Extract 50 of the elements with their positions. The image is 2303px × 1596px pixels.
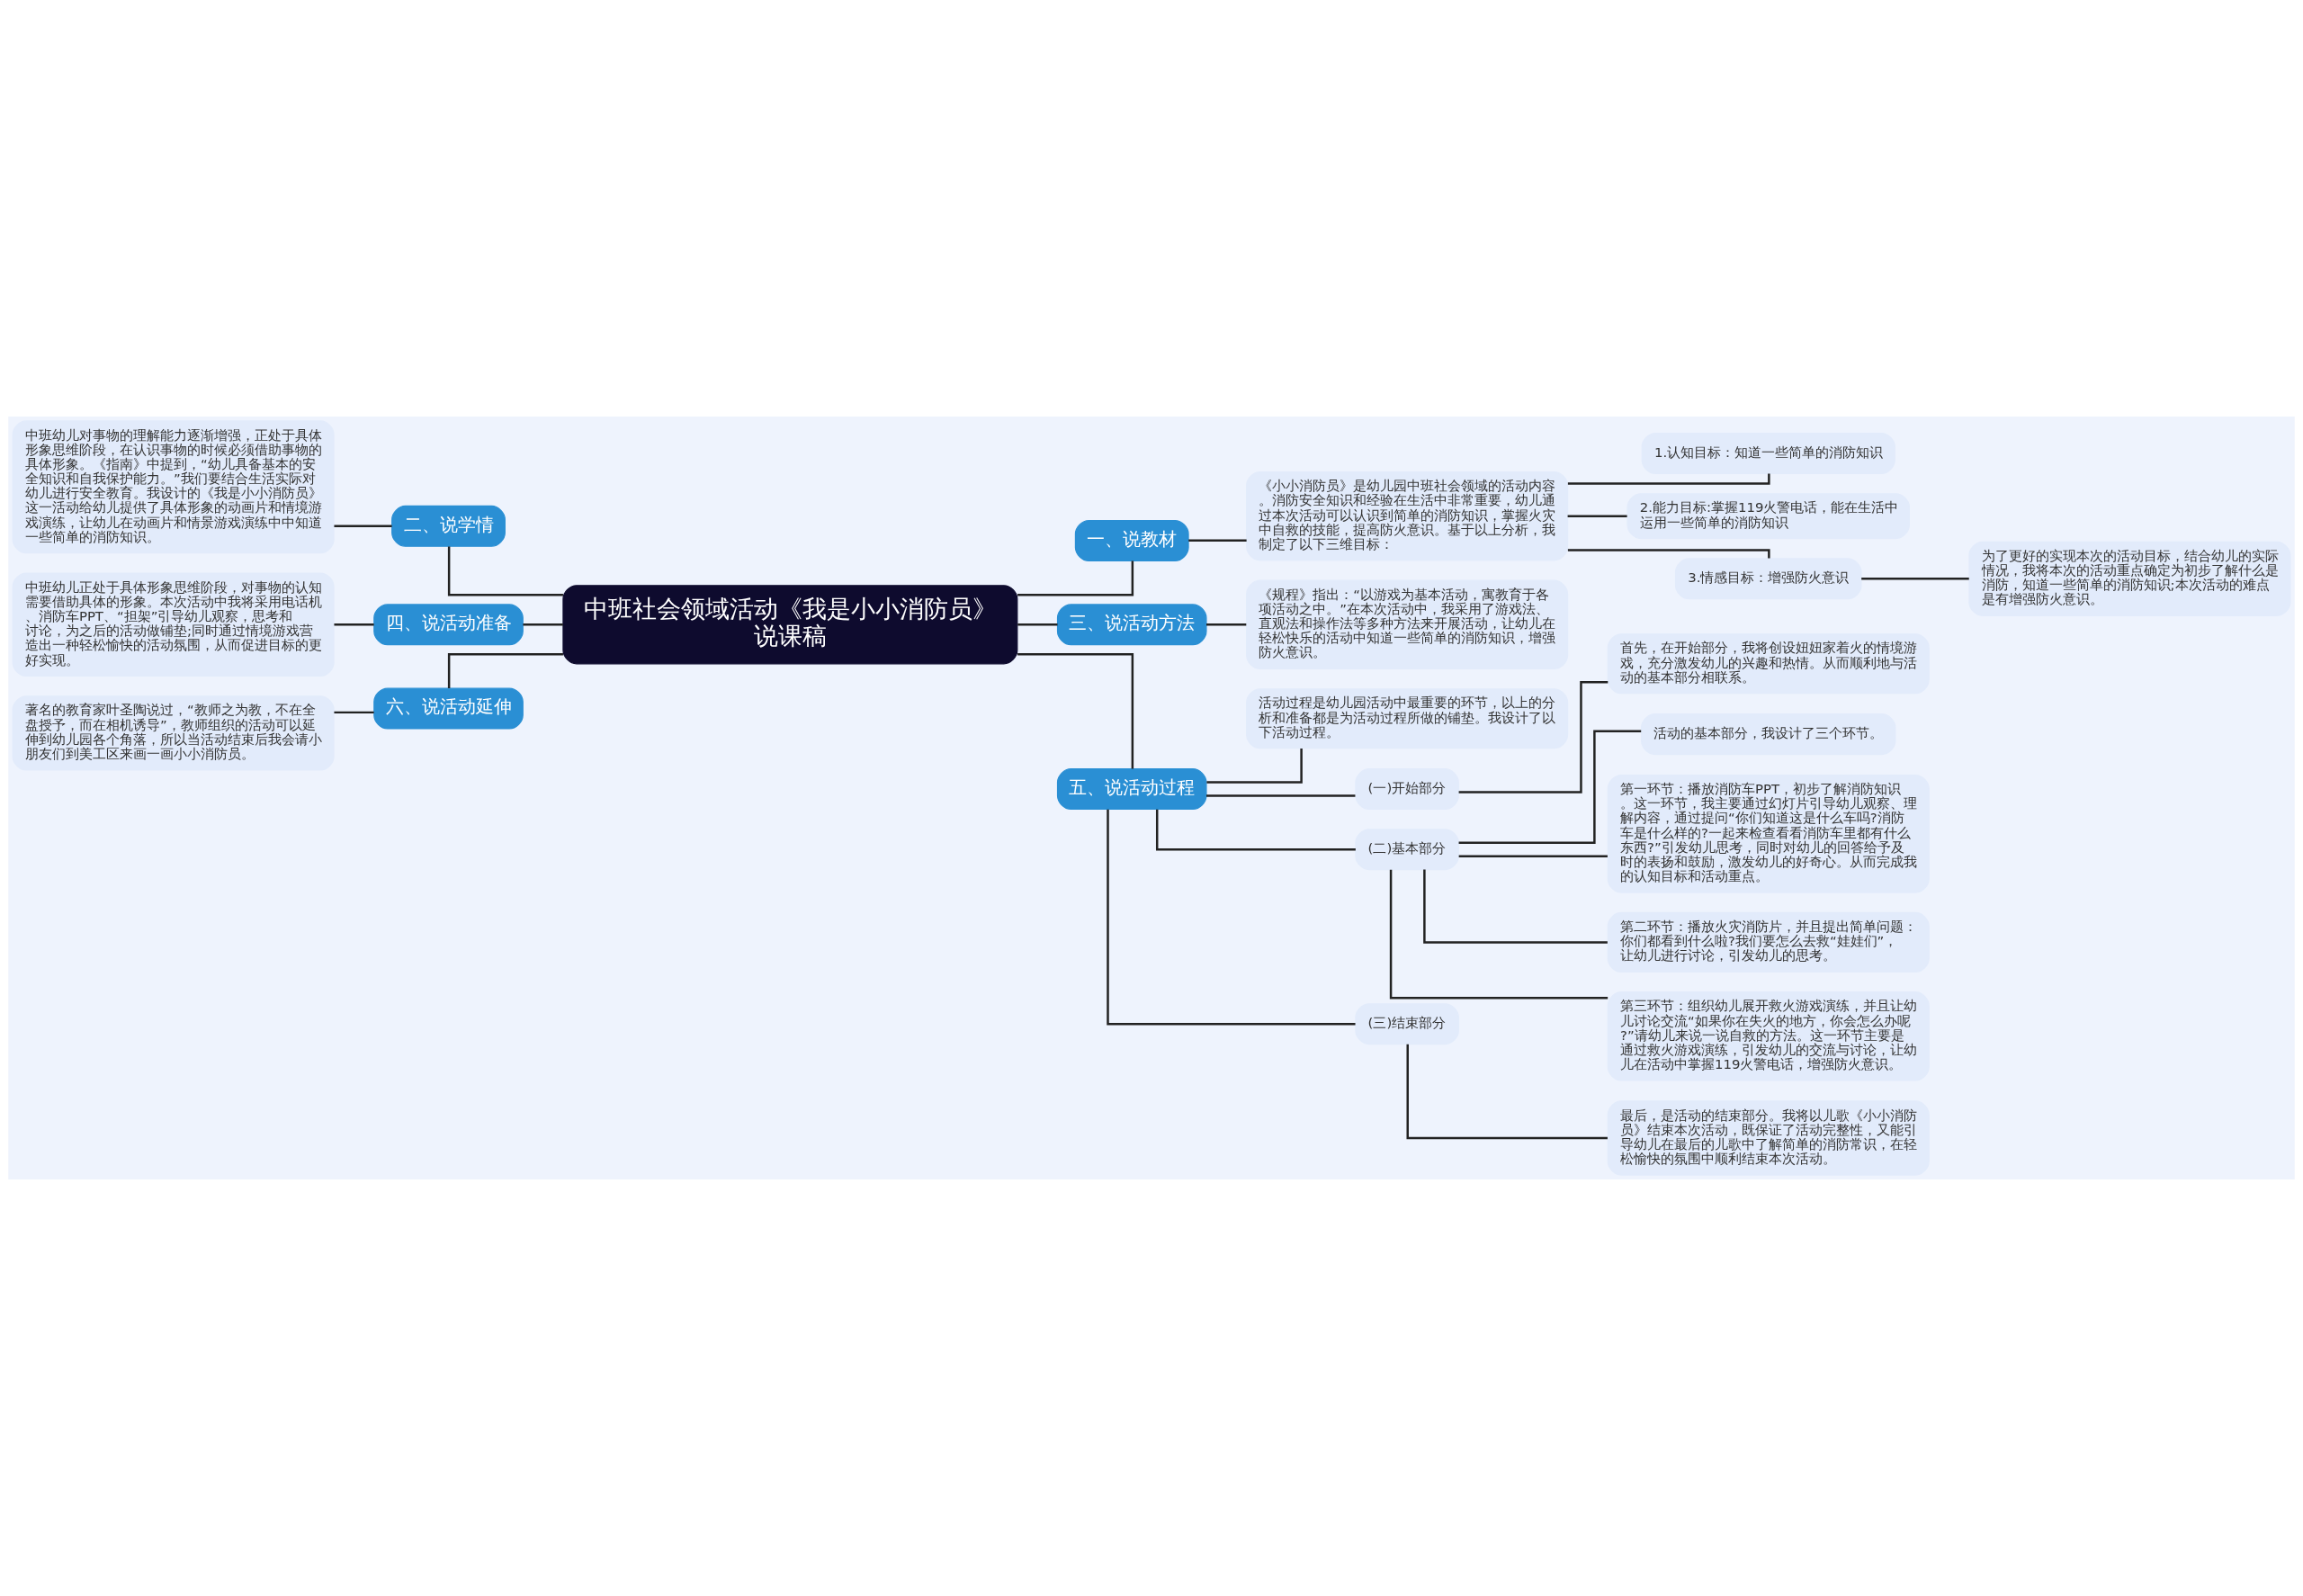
- node-box: 中班社会领域活动《我是小小消防员》说课稿: [562, 585, 1018, 665]
- node-box: 1.认知目标：知道一些简单的消防知识: [1641, 433, 1895, 475]
- connector: [447, 546, 563, 596]
- connector: [1567, 515, 1627, 517]
- node-box: 一、说教材: [1074, 520, 1189, 561]
- node-box: 第二环节：播放火灾消防片，并且提出简单问题：你们都看到什么啦?我们要怎么去救“娃娃们”，让幼儿进行讨论，引发幼儿的思考。: [1607, 911, 1930, 973]
- connector: [1188, 539, 1247, 542]
- node-box: 三、说活动方法: [1056, 604, 1207, 646]
- node-box: 首先，在开始部分，我将创设妞妞家着火的情境游戏，充分激发幼儿的兴趣和热情。从而顺利地与活动的基本部分相联系。: [1607, 633, 1930, 695]
- node-box: (二)基本部分: [1355, 829, 1459, 871]
- node-box: 最后，是活动的结束部分。我将以儿歌《小小消防员》结束本次活动，既保证了活动完整性，又能引导幼儿在最后的儿歌中了解简单的消防常识，在轻松愉快的氛围中顺利结束本次活动。: [1607, 1100, 1930, 1176]
- connector: [1423, 869, 1608, 944]
- node-box: 五、说活动过程: [1056, 768, 1207, 811]
- connector: [523, 623, 563, 626]
- connector: [1017, 560, 1134, 596]
- node-box: 2.能力目标:掌握119火警电话，能在生活中运用一些简单的消防知识: [1626, 493, 1910, 540]
- node-box: 《规程》指出：“以游戏为基本活动，寓教育于各项活动之中。”在本次活动中，我采用了游戏法、直观法和操作法等多种方法来开展活动，让幼儿在轻松快乐的活动中知道一些简单的消防知识，增强防火意识。: [1246, 579, 1569, 669]
- node-box: 第三环节：组织幼儿展开救火游戏演练，并且让幼儿讨论交流“如果你在失火的地方，你会怎么办呢?”请幼儿来说一说自救的方法。这一环节主要是通过救火游戏演练，引发幼儿的交流与讨论，让幼儿在活动中掌握119火警电话，增强防火意识。: [1607, 991, 1930, 1081]
- node-box: 活动的基本部分，我设计了三个环节。: [1641, 713, 1896, 756]
- node-box: 二、说学情: [391, 505, 506, 547]
- connector: [447, 652, 563, 689]
- connector: [1567, 473, 1770, 485]
- connector: [334, 525, 392, 528]
- node-box: 3.情感目标：增强防火意识: [1674, 558, 1862, 600]
- node-box: (三)结束部分: [1355, 1003, 1459, 1045]
- connector: [1206, 623, 1247, 626]
- connector: [334, 623, 374, 626]
- connector: [1389, 869, 1609, 1000]
- node-box: 六、说活动延伸: [373, 687, 524, 730]
- connector: [1861, 578, 1969, 580]
- connector: [1206, 749, 1303, 784]
- connector: [1155, 809, 1356, 851]
- node-box: 活动过程是幼儿园活动中最重要的环节，以上的分析和准备都是为活动过程所做的铺垫。我设计了以下活动过程。: [1246, 688, 1569, 749]
- node-box: 四、说活动准备: [373, 604, 524, 646]
- connector: [1458, 730, 1642, 844]
- connector: [1406, 1044, 1608, 1140]
- node-box: 中班幼儿正处于具体形象思维阶段，对事物的认知需要借助具体的形象。本次活动中我将采用电话机、消防车PPT、“担架”引导幼儿观察，思考和讨论，为之后的活动做铺垫;同时通过情境游戏营造出一种轻松愉快的活动氛围，从而促进目标的更好实现。: [12, 572, 335, 677]
- connector: [1107, 809, 1356, 1026]
- node-box: (一)开始部分: [1355, 768, 1459, 811]
- connector: [334, 711, 374, 714]
- connector: [1017, 652, 1134, 769]
- connector: [1017, 623, 1058, 626]
- node-box: 中班幼儿对事物的理解能力逐渐增强，正处于具体形象思维阶段，在认识事物的时候必须借助事物的具体形象。《指南》中提到，“幼儿具备基本的安全知识和自我保护能力。”我们要结合生活实际对幼儿进行安全教育。我设计的《我是小小消防员》这一活动给幼儿提供了具体形象的动画片和情境游戏演练，让幼儿在动画片和情景游戏演练中中知道一些简单的消防知识。: [12, 420, 335, 554]
- node-box: 第一环节：播放消防车PPT，初步了解消防知识。这一环节，我主要通过幻灯片引导幼儿观察、理解内容，通过提问“你们知道这是什么车吗?消防车是什么样的?一起来检查看看消防车里都有什么东西?”引发幼儿思考，同时对幼儿的回答给予及时的表扬和鼓励，激发幼儿的好奇心。从而完成我的认知目标和活动重点。: [1607, 774, 1930, 893]
- connector: [1458, 855, 1608, 857]
- connector: [1458, 681, 1609, 794]
- node-box: 为了更好的实现本次的活动目标，结合幼儿的实际情况，我将本次的活动重点确定为初步了解什么是消防，知道一些简单的消防知识;本次活动的难点是有增强防火意识。: [1968, 541, 2291, 616]
- connector: [1206, 794, 1356, 797]
- node-box: 《小小消防员》是幼儿园中班社会领域的活动内容。消防安全知识和经验在生活中非常重要，幼儿通过本次活动可以认识到简单的消防知识，掌握火灾中自救的技能，提高防火意识。基于以上分析，我制定了以下三维目标：: [1246, 471, 1569, 561]
- node-box: 著名的教育家叶圣陶说过，“教师之为教，不在全盘授予，而在相机诱导”，教师组织的活动可以延伸到幼儿园各个角落，所以当活动结束后我会请小朋友们到美工区来画一画小小消防员。: [12, 695, 335, 771]
